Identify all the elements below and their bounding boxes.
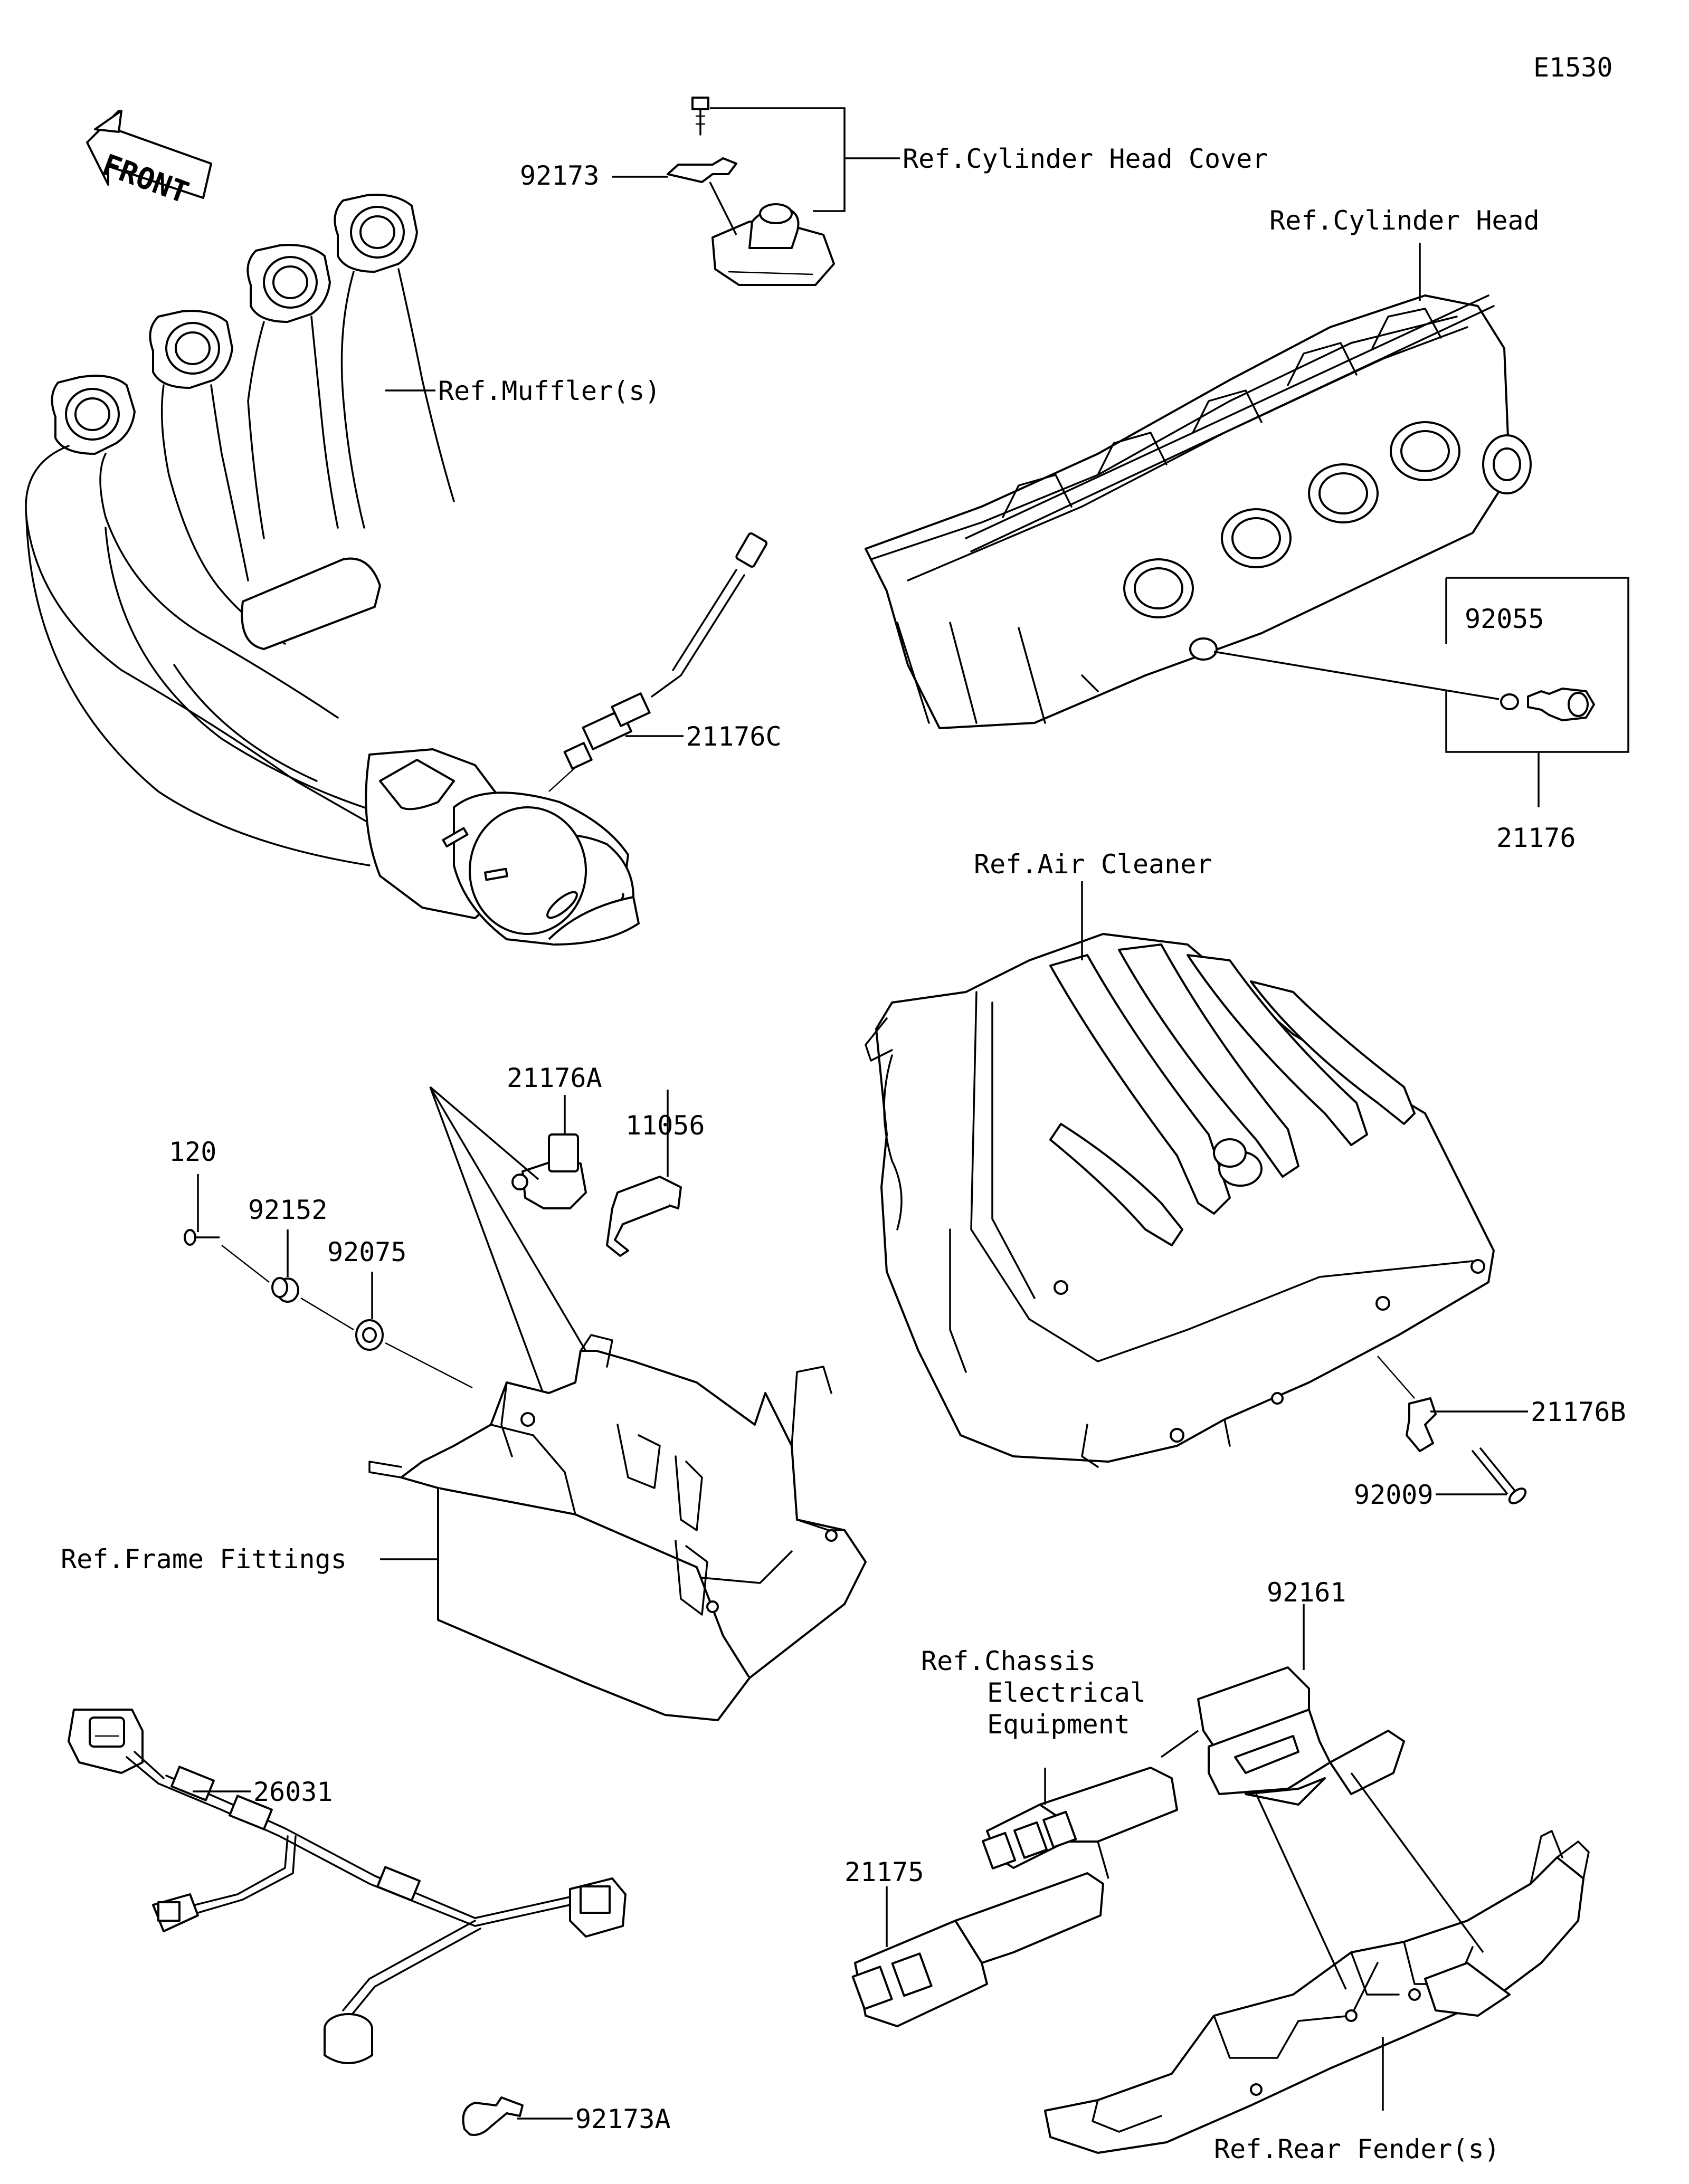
map-sensor-21176a (511, 1095, 587, 1209)
bolt-120 (184, 1174, 220, 1246)
clip-92173a (462, 2096, 573, 2136)
frame-fittings-tray (368, 1334, 867, 1721)
air-cleaner (865, 933, 1495, 1468)
iat-sensor-21176b (1377, 1356, 1528, 1504)
label-92152: 92152 (248, 1195, 328, 1225)
cylinder-head-port-3 (1308, 463, 1379, 523)
collar-92152 (271, 1229, 299, 1303)
label-ref-air-cleaner: Ref.Air Cleaner (974, 849, 1212, 880)
label-ref-chassis-line1: Ref.Chassis (921, 1646, 1096, 1676)
exhaust-headers (25, 194, 640, 946)
ecu-module (982, 1767, 1178, 1870)
cylinder-head-port-2 (1221, 508, 1292, 568)
label-92009: 92009 (1354, 1480, 1434, 1510)
label-120: 120 (169, 1137, 216, 1167)
cylinder-head-port-1 (1123, 558, 1194, 618)
label-ref-chassis-line3: Equipment (987, 1709, 1130, 1740)
label-ref-mufflers: Ref.Muffler(s) (438, 376, 660, 406)
label-ref-chassis-line2: Electrical (987, 1677, 1146, 1708)
label-92173: 92173 (520, 160, 600, 191)
label-ref-frame-fittings: Ref.Frame Fittings (61, 1544, 347, 1575)
label-ref-rear-fender: Ref.Rear Fender(s) (1214, 2134, 1500, 2164)
label-92055: 92055 (1465, 604, 1544, 634)
cylinder-head (865, 294, 1532, 729)
label-21175: 21175 (844, 1857, 924, 1887)
label-11056: 11056 (625, 1110, 705, 1141)
ecu-holder-92161 (1197, 1604, 1405, 1806)
label-21176b: 21176B (1531, 1397, 1626, 1427)
label-21176: 21176 (1496, 823, 1576, 853)
cylinder-head-port-4 (1390, 421, 1460, 481)
label-21176c: 21176C (686, 721, 782, 752)
bracket-11056 (606, 1090, 682, 1257)
label-ref-cylinder-head-cover: Ref.Cylinder Head Cover (903, 144, 1268, 174)
label-26031: 26031 (253, 1777, 333, 1807)
cam-sensor-assembly (612, 97, 900, 286)
knock-sensor-harness-26031 (68, 1709, 627, 2064)
header-flange-2 (149, 310, 233, 389)
label-ref-cylinder-head: Ref.Cylinder Head (1269, 205, 1540, 236)
label-92161: 92161 (1267, 1577, 1346, 1608)
label-92075: 92075 (327, 1237, 407, 1267)
diagram-code: E1530 (1533, 52, 1613, 83)
header-flange-4 (334, 194, 418, 273)
label-21176a: 21176A (507, 1063, 602, 1093)
rear-fender (1044, 1830, 1590, 2154)
relay-box-21175 (851, 1872, 1104, 2027)
header-flange-3 (246, 244, 331, 323)
o2-sensor-21176c (548, 532, 768, 792)
front-arrow-icon: FRONT (86, 110, 212, 211)
water-temp-sensor-21176 (1213, 577, 1629, 807)
grommet-92075 (355, 1272, 384, 1351)
header-flange-1 (51, 375, 136, 455)
label-92173a: 92173A (575, 2104, 671, 2134)
